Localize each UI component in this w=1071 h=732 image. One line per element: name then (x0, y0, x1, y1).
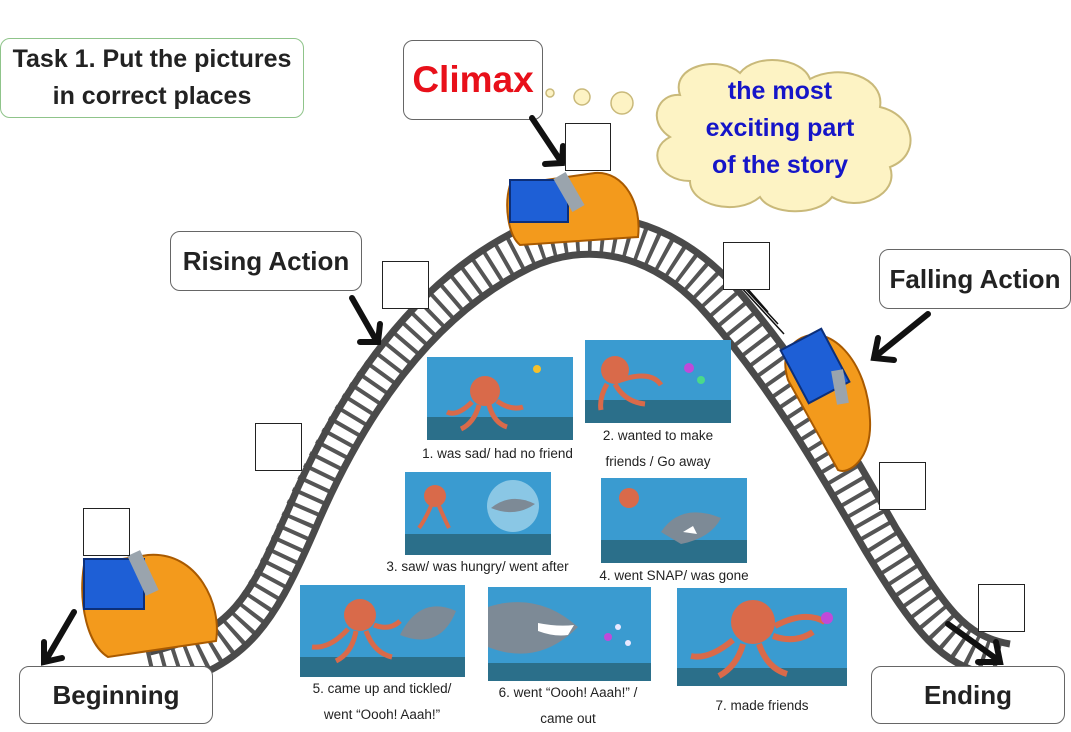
climax-label: Climax (403, 40, 543, 120)
cart-beginning-icon (81, 550, 218, 659)
cloud-text: the most exciting part of the story (680, 73, 880, 184)
ending-label: Ending (871, 666, 1065, 724)
cart-climax-icon (506, 171, 640, 247)
caption-6-line-1: 6. went “Oooh! Aaah!” / (498, 685, 638, 700)
caption-5: 5. came up and tickled/ went “Oooh! Aaah… (292, 676, 472, 728)
picture-4[interactable] (601, 478, 747, 563)
picture-6[interactable] (488, 587, 651, 681)
caption-6-line-2: came out (540, 711, 596, 726)
cloud-line-3: of the story (711, 151, 849, 179)
picture-2[interactable] (585, 340, 731, 423)
answer-box-ending[interactable] (978, 584, 1025, 632)
picture-3[interactable] (405, 472, 551, 555)
caption-2: 2. wanted to make friends / Go away (585, 423, 731, 475)
thought-bubble-small (545, 88, 555, 98)
beginning-label: Beginning (19, 666, 213, 724)
picture-5[interactable] (300, 585, 465, 677)
picture-1[interactable] (427, 357, 573, 440)
cloud-shape (655, 59, 912, 213)
caption-5-line-1: 5. came up and tickled/ (312, 681, 452, 696)
caption-4-line-1: 4. went SNAP/ was gone (599, 568, 749, 583)
thought-cloud (545, 59, 912, 213)
caption-7-line-1: 7. made friends (715, 698, 809, 713)
caption-4: 4. went SNAP/ was gone (588, 563, 760, 589)
caption-3-line-1: 3. saw/ was hungry/ went after (386, 559, 569, 574)
climax-arrow-icon (529, 115, 566, 167)
task-line-2: in correct places (52, 82, 252, 110)
falling-arrow-icon (870, 311, 931, 363)
track-rail-inner (149, 250, 993, 694)
falling-action-label: Falling Action (879, 249, 1071, 309)
picture-7[interactable] (677, 588, 847, 686)
caption-1: 1. was sad/ had no friend (405, 441, 590, 467)
caption-7: 7. made friends (677, 693, 847, 719)
answer-box-falling-upper[interactable] (723, 242, 770, 290)
caption-3: 3. saw/ was hungry/ went after (370, 554, 585, 580)
task-line-1: Task 1. Put the pictures (12, 45, 292, 73)
caption-2-line-2: friends / Go away (605, 454, 711, 469)
thought-bubble-medium (573, 88, 591, 106)
answer-box-rising-upper[interactable] (382, 261, 429, 309)
task-instruction-box: Task 1. Put the pictures in correct plac… (0, 38, 304, 118)
rising-arrow-icon (349, 295, 383, 345)
cart-falling-icon (779, 327, 872, 472)
answer-box-falling-lower[interactable] (879, 462, 926, 510)
caption-6: 6. went “Oooh! Aaah!” / came out (478, 680, 658, 732)
answer-box-beginning[interactable] (83, 508, 130, 556)
answer-box-climax[interactable] (565, 123, 611, 171)
cloud-line-1: the most (727, 77, 833, 105)
rising-action-label: Rising Action (170, 231, 362, 291)
caption-2-line-1: 2. wanted to make (602, 428, 714, 443)
ending-arrow-icon (945, 621, 1004, 665)
beginning-arrow-icon (41, 609, 77, 666)
thought-bubble-large (610, 91, 634, 115)
answer-box-rising-lower[interactable] (255, 423, 302, 471)
cloud-line-2: exciting part (705, 114, 855, 142)
caption-1-line-1: 1. was sad/ had no friend (422, 446, 573, 461)
caption-5-line-2: went “Oooh! Aaah!” (323, 707, 441, 722)
